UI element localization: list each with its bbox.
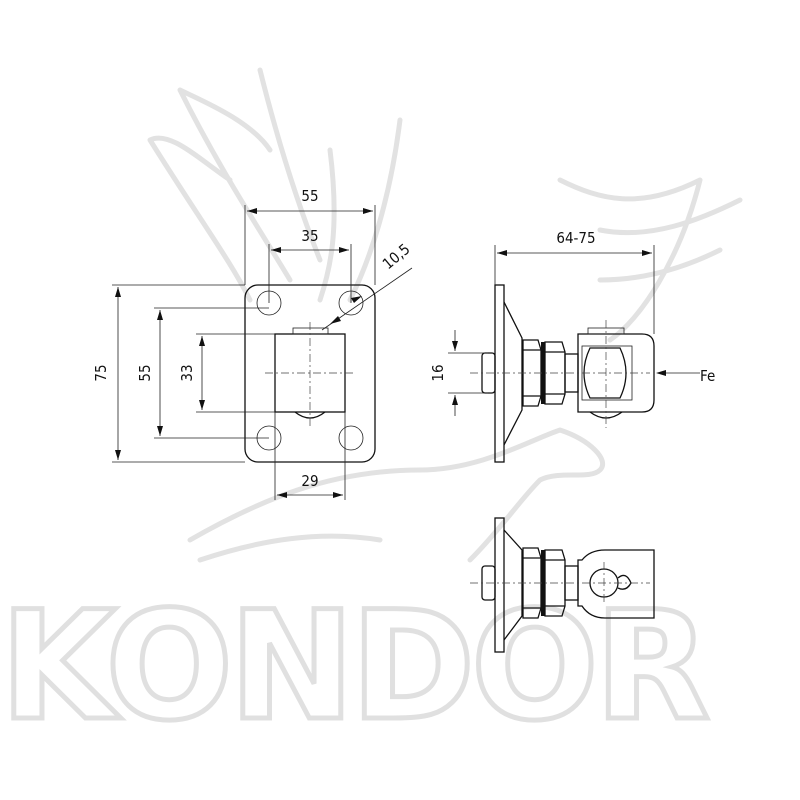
mounting-plate bbox=[244, 284, 376, 463]
washer bbox=[541, 342, 545, 404]
dim-height-outer: 75 bbox=[92, 364, 110, 381]
lock-nut bbox=[544, 341, 566, 405]
watermark-brand: KONDOR bbox=[0, 580, 708, 754]
dim-thread: 16 bbox=[429, 364, 447, 381]
force-label: Fe bbox=[700, 367, 715, 385]
top-tab bbox=[292, 327, 329, 335]
dim-hole-spacing-v: 55 bbox=[136, 364, 154, 381]
front-view: 55 35 10,5 75 55 33 29 bbox=[92, 187, 414, 500]
cone bbox=[503, 301, 523, 446]
ball-joint bbox=[583, 347, 627, 399]
base-plate bbox=[494, 284, 505, 463]
dim-hole-spacing-h: 35 bbox=[301, 227, 318, 245]
bottom-view bbox=[470, 517, 655, 653]
dim-hole-diameter: 10,5 bbox=[379, 240, 414, 273]
lock-nut bbox=[544, 549, 566, 617]
dim-body-height: 33 bbox=[178, 364, 196, 381]
eye-bracket bbox=[577, 333, 655, 413]
washer bbox=[541, 550, 545, 616]
dim-body-width: 29 bbox=[301, 472, 318, 490]
eye bbox=[577, 549, 655, 619]
dim-width-outer: 55 bbox=[301, 187, 318, 205]
hole bbox=[338, 425, 364, 451]
dim-length: 64-75 bbox=[556, 229, 595, 247]
side-view: 64-75 16 Fe bbox=[429, 229, 715, 463]
eagle-watermark: KONDOR bbox=[0, 67, 743, 757]
